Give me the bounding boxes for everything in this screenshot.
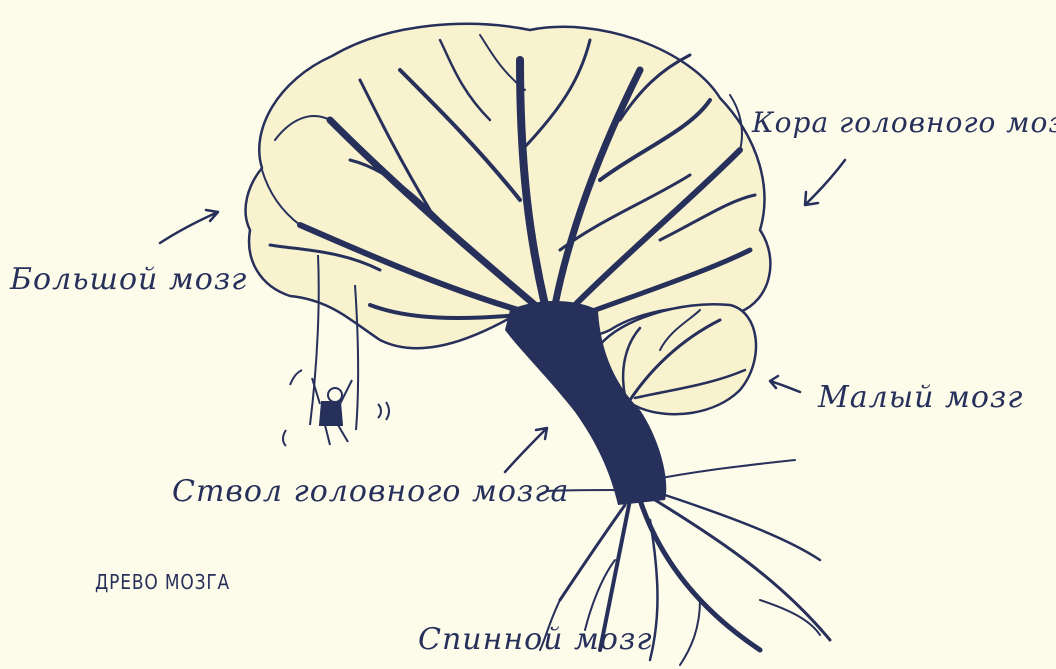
label-cerebellum: Малый мозг xyxy=(818,380,1023,415)
brainstem-arrow xyxy=(505,428,547,472)
label-brainstem: Ствол головного мозга xyxy=(172,474,569,509)
cerebellum-arrow xyxy=(770,376,800,392)
cerebrum-arrow xyxy=(160,210,218,243)
label-spinal-cord: Спинной мозг xyxy=(418,622,653,657)
label-cerebrum: Большой мозг xyxy=(10,262,247,297)
cortex-arrow xyxy=(805,160,845,205)
label-cortex: Кора головного мозга xyxy=(752,106,1056,139)
figure-caption: ДРЕВО МОЗГА xyxy=(95,570,230,594)
